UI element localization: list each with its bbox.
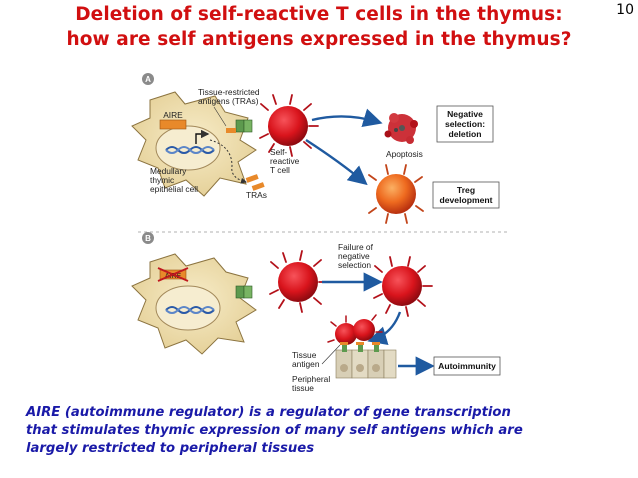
panel-b-badge	[142, 232, 154, 244]
dna-strand-b-2	[165, 306, 215, 314]
failure-label-2: negative	[338, 251, 370, 261]
self-reactive-t-cell	[259, 94, 319, 157]
mtec-label-2: thymic	[150, 175, 174, 185]
negsel-label-1: Negative	[447, 109, 483, 119]
treg-cell	[368, 164, 424, 224]
caption-line-2: that stimulates thymic expression of man…	[26, 423, 523, 438]
aire-label-b: AIRE	[165, 273, 182, 280]
tissue-antigen-label-2: antigen	[292, 359, 320, 369]
peripheral-label-2: tissue	[292, 383, 314, 393]
treg-development-box	[432, 181, 500, 209]
failure-label-1: Failure of	[338, 242, 374, 252]
failure-label-3: selection	[338, 260, 371, 270]
treg-label-1: Treg	[457, 185, 475, 195]
slide-number: 10	[616, 2, 634, 18]
treg-label-2: development	[439, 195, 492, 205]
tra-on-mhc	[226, 128, 236, 133]
autoimmunity-box	[433, 356, 501, 376]
title-line-2: how are self antigens expressed in the t…	[66, 29, 572, 50]
panel-b-letter: B	[145, 234, 151, 243]
tra-fragment	[245, 174, 259, 183]
peripheral-label-1: Peripheral	[292, 374, 330, 384]
apoptotic-cell	[384, 113, 418, 144]
aire-cross-2	[157, 267, 189, 282]
tras-label-2: antigens (TRAs)	[198, 96, 259, 106]
peripheral-tissue	[335, 342, 397, 379]
title-line-1: Deletion of self-reactive T cells in the…	[75, 4, 563, 25]
tras-leader	[213, 106, 227, 127]
arrow-to-apoptosis	[311, 108, 383, 128]
attacking-t-cells	[327, 314, 383, 345]
negsel-label-2: selection:	[445, 119, 485, 129]
tras-small-label: TRAs	[246, 190, 267, 200]
mhc-molecule-b	[235, 285, 245, 299]
autoimmunity-label: Autoimmunity	[438, 361, 496, 371]
caption: AIRE (autoimmune regulator) is a regulat…	[26, 404, 626, 458]
negsel-label-3: deletion	[449, 129, 482, 139]
slide-title: Deletion of self-reactive T cells in the…	[0, 2, 638, 52]
tcr-molecule-b	[243, 285, 253, 299]
tcell-label-2: reactive	[270, 156, 300, 166]
panel-a: A AIRE Tissue-restricted antigens (TRAs)…	[131, 73, 500, 224]
escaped-t-cell	[373, 256, 433, 317]
dna-strand-2	[165, 146, 215, 154]
tra-path	[209, 139, 247, 184]
arrow-to-tissue	[367, 311, 402, 346]
panel-a-badge	[142, 73, 154, 85]
caption-line-1: AIRE (autoimmune regulator) is a regulat…	[26, 405, 511, 420]
mtec-label-1: Medullary	[150, 166, 187, 176]
mtec-label-3: epithelial cell	[150, 184, 198, 194]
aire-label: AIRE	[163, 110, 183, 120]
panel-a-letter: A	[145, 75, 151, 84]
aire-protein	[159, 119, 187, 130]
tcell-label-3: T cell	[270, 165, 290, 175]
arrow-to-treg	[305, 138, 368, 186]
tcr-molecule	[243, 119, 253, 133]
apoptosis-label: Apoptosis	[386, 149, 423, 159]
tissue-antigen-label-1: Tissue	[292, 350, 317, 360]
panel-b: B AIRE Failure of negative selection	[131, 232, 501, 393]
caption-line-3: largely restricted to peripheral tissues	[26, 441, 315, 456]
tcell-label-1: Self-	[270, 147, 287, 157]
mhc-molecule	[235, 119, 245, 133]
tras-label-1: Tissue-restricted	[198, 87, 260, 97]
tra-fragment	[251, 182, 265, 191]
tissue-antigen-leader	[321, 344, 341, 365]
self-reactive-t-cell-b	[269, 250, 329, 313]
negative-selection-box	[436, 105, 494, 143]
transcription-arrow	[195, 129, 210, 144]
